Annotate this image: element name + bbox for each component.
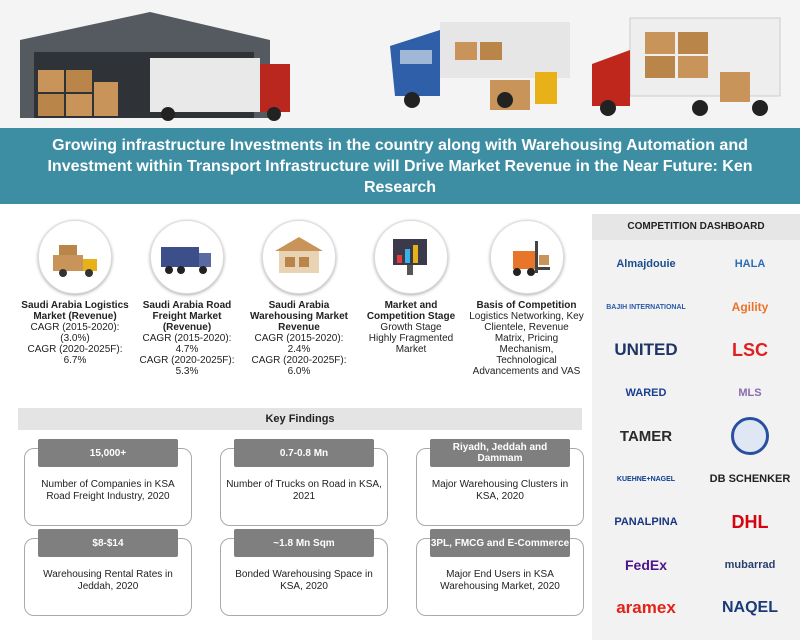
finding-value: 0.7-0.8 Mn [234, 439, 374, 467]
company-logo-text: UNITED [614, 340, 678, 359]
company-logo-text: DB SCHENKER [709, 473, 791, 485]
stat-title: Saudi Arabia Road Freight Market (Revenu… [142, 300, 232, 333]
company-logo: WARED [598, 373, 694, 413]
company-logo-text: NAQEL [722, 599, 778, 616]
stat-basis-of-competition: Basis of Competition Logistics Networkin… [468, 220, 585, 377]
stat-line: CAGR (2020-2025F): 6.7% [27, 344, 123, 366]
company-logo: DHL [702, 502, 798, 542]
finding-desc: Major End Users in KSA Warehousing Marke… [440, 569, 560, 592]
company-logo-text: TAMER [619, 427, 673, 445]
finding-card: 3PL, FMCG and E-Commerce Major End Users… [416, 529, 584, 616]
market-chart-icon [374, 220, 448, 294]
market-stats: Saudi Arabia Logistics Market (Revenue) … [20, 220, 585, 390]
company-logo-text: DHL [731, 511, 769, 532]
company-logo: aramex [598, 588, 694, 628]
company-logo: PANALPINA [598, 502, 694, 542]
stat-title: Saudi Arabia Logistics Market (Revenue) [21, 300, 129, 322]
finding-desc: Number of Trucks on Road in KSA, 2021 [226, 479, 382, 502]
finding-value: Riyadh, Jeddah and Dammam [430, 439, 570, 467]
company-logo: KUEHNE+NAGEL [598, 459, 694, 499]
finding-card: 0.7-0.8 Mn Number of Trucks on Road in K… [220, 439, 388, 526]
company-logo-text: WARED [625, 387, 667, 399]
finding-card: 15,000+ Number of Companies in KSA Road … [24, 439, 192, 526]
stat-line: Logistics Networking, Key Clientele, Rev… [469, 311, 584, 377]
finding-card: ~1.8 Mn Sqm Bonded Warehousing Space in … [220, 529, 388, 616]
finding-value: 3PL, FMCG and E-Commerce [430, 529, 570, 557]
stat-line: CAGR (2015-2020): (3.0%) [30, 322, 120, 344]
company-logo: BAJIH INTERNATIONAL [598, 287, 694, 327]
finding-desc: Warehousing Rental Rates in Jeddah, 2020 [43, 569, 173, 592]
company-logo-text: Agility [731, 300, 769, 314]
stat-road-freight-market: Saudi Arabia Road Freight Market (Revenu… [132, 220, 242, 377]
company-logo-text: Almajdouie [616, 258, 676, 270]
finding-value: 15,000+ [38, 439, 178, 467]
stat-line: Growth Stage [380, 322, 442, 333]
company-logo-text: BAJIH INTERNATIONAL [606, 303, 686, 311]
title-banner: Growing infrastructure Investments in th… [0, 128, 800, 204]
company-logo-text: mubarrad [724, 559, 776, 571]
company-logo: LSC [702, 330, 798, 370]
company-logo: Agility [702, 287, 798, 327]
globe-logo-icon [731, 417, 769, 455]
company-logo: MLS [702, 373, 798, 413]
warehouse-icon [262, 220, 336, 294]
stat-line: CAGR (2020-2025F): 6.0% [251, 355, 347, 377]
hero-scene-image [0, 0, 800, 128]
finding-card: $8-$14 Warehousing Rental Rates in Jedda… [24, 529, 192, 616]
company-logo-text: PANALPINA [614, 516, 678, 528]
freight-truck-icon [150, 220, 224, 294]
key-findings-header: Key Findings [18, 408, 582, 430]
company-logo-text: FedEx [624, 557, 667, 573]
stat-warehousing-market: Saudi Arabia Warehousing Market Revenue … [244, 220, 354, 377]
finding-card: Riyadh, Jeddah and Dammam Major Warehous… [416, 439, 584, 526]
stat-logistics-market: Saudi Arabia Logistics Market (Revenue) … [20, 220, 130, 366]
company-logo-text: HALA [734, 258, 766, 270]
company-logo: NAQEL [702, 588, 798, 628]
stat-title: Basis of Competition [476, 300, 577, 311]
finding-desc: Number of Companies in KSA Road Freight … [41, 479, 175, 502]
stat-market-stage: Market and Competition Stage Growth Stag… [356, 220, 466, 355]
company-logo-text: aramex [616, 598, 676, 617]
stat-line: Highly Fragmented Market [368, 333, 454, 355]
hero-illustration [0, 0, 800, 128]
company-logo-text: MLS [738, 387, 762, 399]
company-logo: UNITED [598, 330, 694, 370]
stat-line: CAGR (2015-2020): 4.7% [142, 333, 232, 355]
competition-dashboard: COMPETITION DASHBOARD Almajdouie HALA BAJI… [592, 214, 800, 640]
company-logo-text: KUEHNE+NAGEL [616, 475, 676, 483]
company-logo: Almajdouie [598, 244, 694, 284]
page-title: Growing infrastructure Investments in th… [47, 136, 753, 196]
stat-title: Market and Competition Stage [366, 300, 456, 322]
stat-title: Saudi Arabia Warehousing Market Revenue [250, 300, 348, 333]
finding-desc: Major Warehousing Clusters in KSA, 2020 [431, 479, 569, 502]
company-logo: DB SCHENKER [702, 459, 798, 499]
company-logo: TAMER [598, 416, 694, 456]
finding-desc: Bonded Warehousing Space in KSA, 2020 [235, 569, 373, 592]
finding-value: ~1.8 Mn Sqm [234, 529, 374, 557]
company-logo-text: LSC [732, 339, 768, 360]
company-logo: mubarrad [702, 545, 798, 585]
stat-line: CAGR (2020-2025F): 5.3% [139, 355, 235, 377]
stat-line: CAGR (2015-2020): 2.4% [254, 333, 344, 355]
company-logo [702, 416, 798, 456]
truck-loaded-icon [38, 220, 112, 294]
company-logo: HALA [702, 244, 798, 284]
company-logo: FedEx [598, 545, 694, 585]
forklift-icon [489, 220, 564, 294]
finding-value: $8-$14 [38, 529, 178, 557]
competition-header: COMPETITION DASHBOARD [592, 214, 800, 240]
